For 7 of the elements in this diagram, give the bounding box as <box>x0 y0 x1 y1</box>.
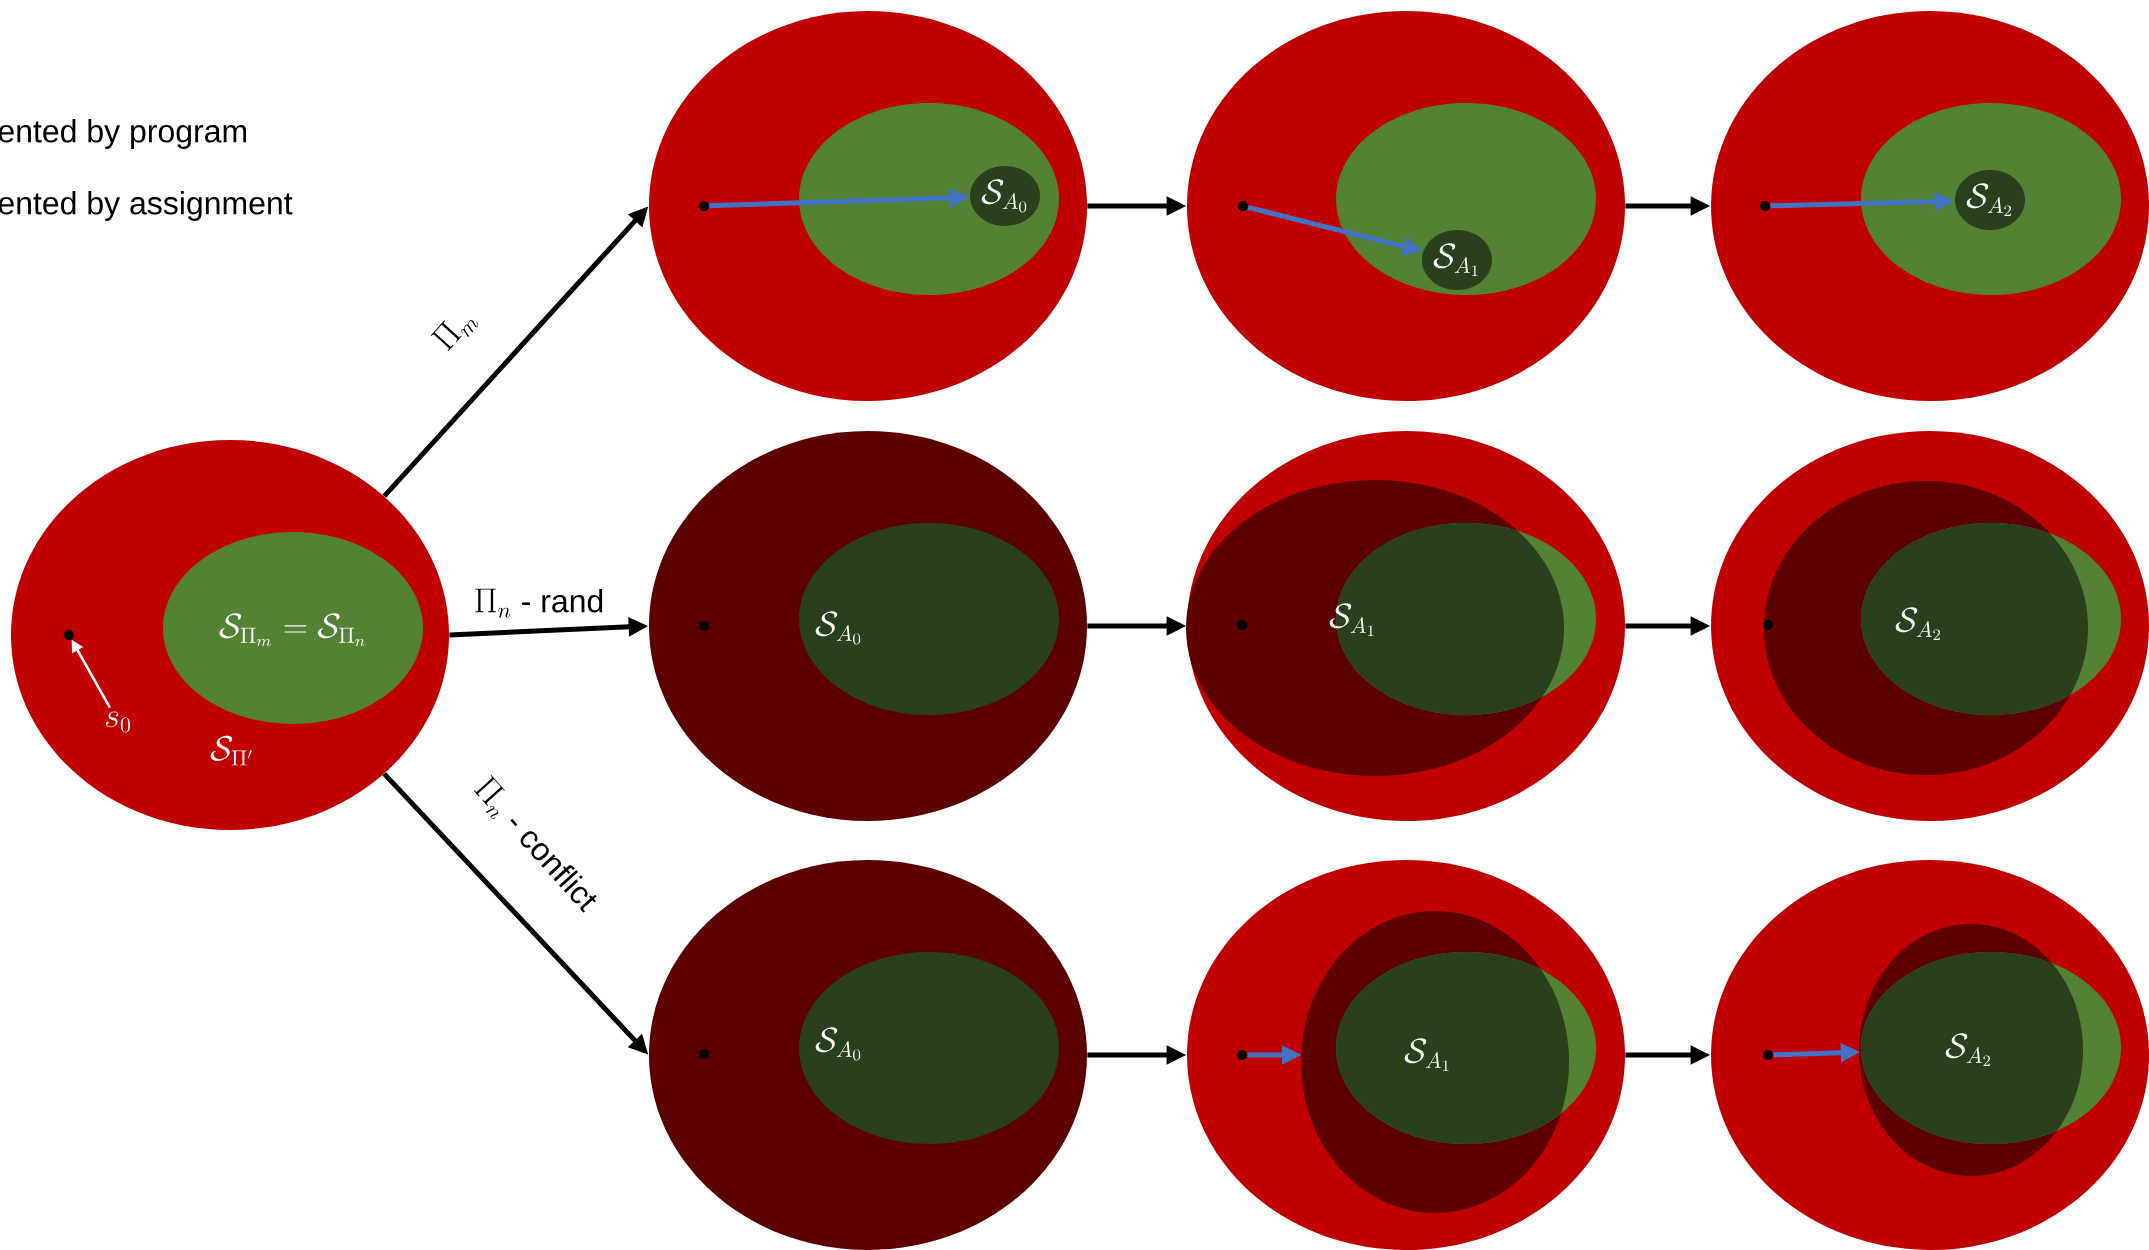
state-label: $s_0$ <box>105 711 131 733</box>
solution-set-ellipse <box>1336 103 1596 295</box>
solution-set-ellipse <box>1861 103 2121 295</box>
edge-label: $\Pi_m$ <box>426 301 484 359</box>
edge-label: $\Pi_n \mbox{ - rand}$ <box>471 586 607 620</box>
edge-label: $\Pi_n \mbox{ - conflict}$ <box>465 770 605 920</box>
solution-set-ellipse <box>799 103 1059 295</box>
